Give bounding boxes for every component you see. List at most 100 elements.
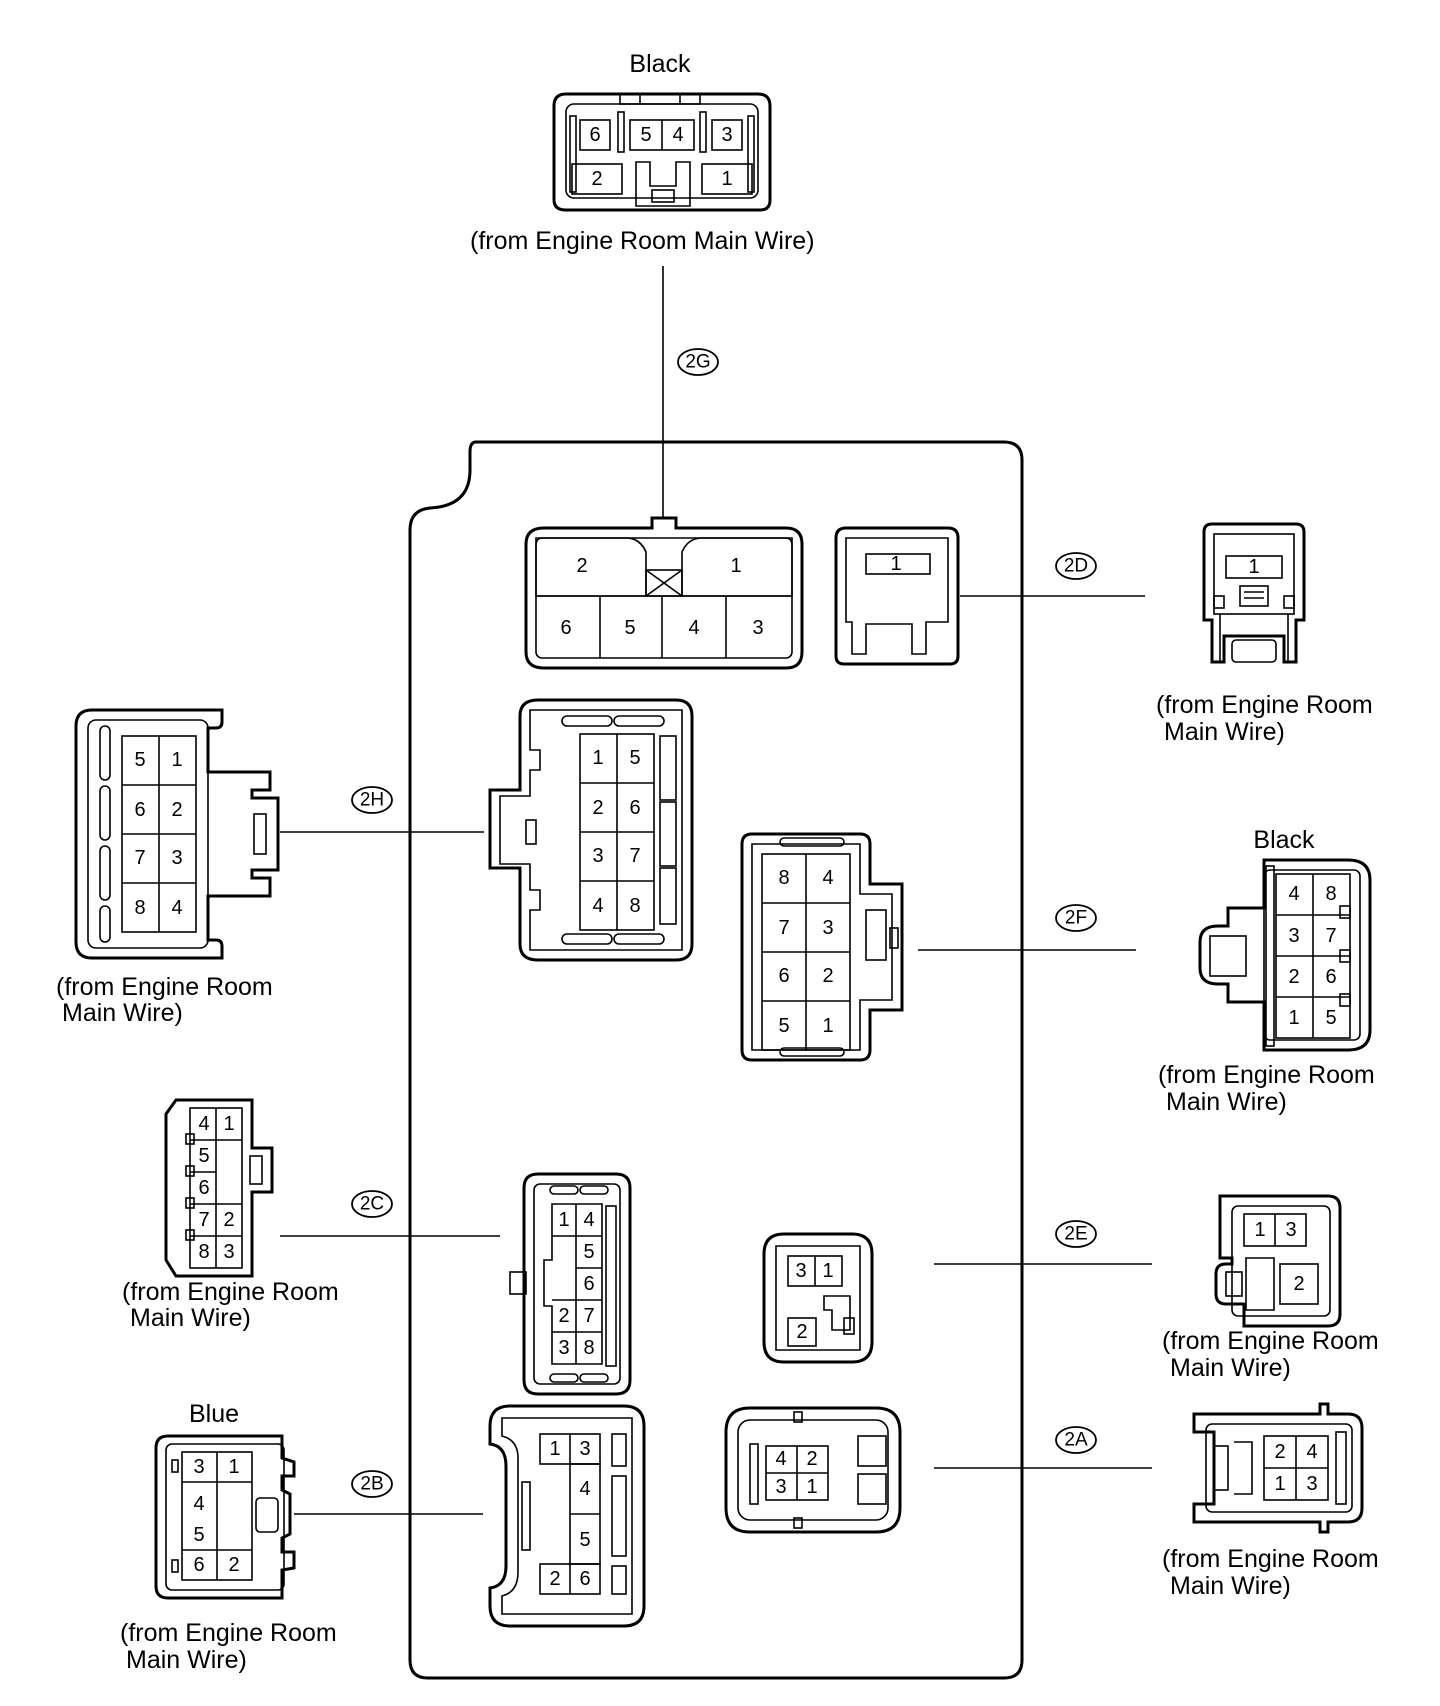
svg-text:2: 2	[796, 1321, 807, 1343]
tag-2f: 2F	[1055, 904, 1097, 932]
source-label-2h-line2: Main Wire)	[62, 999, 183, 1027]
leader-lines	[280, 266, 1152, 1515]
ext-connector-2g: Black 6 5 4 3 2 1 (from Engine Room Main…	[470, 50, 815, 255]
svg-text:6: 6	[198, 1177, 209, 1199]
jb-socket-2e: 3 1 2	[762, 1232, 874, 1364]
svg-text:2A: 2A	[1064, 1430, 1088, 1451]
svg-text:5: 5	[778, 1015, 789, 1037]
tag-2a: 2A	[1055, 1426, 1097, 1454]
svg-text:2: 2	[549, 1568, 560, 1590]
svg-text:3: 3	[1288, 925, 1299, 947]
svg-text:2: 2	[1293, 1273, 1304, 1295]
svg-text:2: 2	[576, 555, 587, 577]
svg-text:2: 2	[1288, 966, 1299, 988]
svg-text:7: 7	[198, 1209, 209, 1231]
svg-text:1: 1	[1248, 556, 1259, 578]
source-label-2c-line1: (from Engine Room	[122, 1278, 339, 1306]
svg-text:1: 1	[1288, 1007, 1299, 1029]
tag-2e: 2E	[1055, 1220, 1097, 1248]
svg-text:2C: 2C	[360, 1194, 384, 1215]
svg-text:1: 1	[1254, 1219, 1265, 1241]
tag-2g: 2G	[677, 348, 719, 376]
svg-text:3: 3	[193, 1456, 204, 1478]
svg-text:3: 3	[223, 1241, 234, 1263]
source-label-2c-line2: Main Wire)	[130, 1304, 251, 1332]
svg-text:7: 7	[583, 1305, 594, 1327]
svg-text:5: 5	[629, 747, 640, 769]
svg-text:2: 2	[558, 1305, 569, 1327]
svg-text:1: 1	[228, 1456, 239, 1478]
ext-connector-2d: 1 (from Engine Room Main Wire)	[1156, 522, 1373, 746]
svg-text:3: 3	[1285, 1219, 1296, 1241]
tag-2d: 2D	[1055, 552, 1097, 580]
jb-socket-2g: 2 1 6 5 4 3	[524, 516, 804, 670]
jb-socket-2a: 4 2 3 1	[724, 1406, 902, 1534]
source-label-2d-line2: Main Wire)	[1164, 718, 1285, 746]
source-label-2e-line1: (from Engine Room	[1162, 1327, 1379, 1355]
tag-2b: 2B	[351, 1470, 393, 1498]
svg-text:4: 4	[672, 124, 683, 146]
svg-text:3: 3	[752, 617, 763, 639]
svg-text:Black: Black	[629, 50, 691, 78]
svg-text:3: 3	[1306, 1473, 1317, 1495]
svg-text:4: 4	[583, 1209, 594, 1231]
svg-text:2G: 2G	[685, 352, 710, 373]
svg-text:5: 5	[198, 1145, 209, 1167]
svg-text:6: 6	[134, 799, 145, 821]
junction-block-outline	[408, 440, 1024, 1680]
svg-text:4: 4	[775, 1448, 786, 1470]
svg-text:4: 4	[1306, 1441, 1317, 1463]
ext-connector-2c: 4 1 5 6 7 2 8 3 (from Engine Room Main W…	[122, 1098, 339, 1332]
svg-text:5: 5	[624, 617, 635, 639]
svg-text:8: 8	[134, 897, 145, 919]
svg-text:3: 3	[795, 1260, 806, 1282]
source-label-2f-line2: Main Wire)	[1166, 1088, 1287, 1116]
jb-socket-2h: 1 5 2 6 3 7 4 8	[488, 698, 694, 962]
svg-text:2: 2	[592, 797, 603, 819]
svg-text:1: 1	[592, 747, 603, 769]
svg-text:2D: 2D	[1064, 556, 1088, 577]
svg-text:8: 8	[629, 895, 640, 917]
svg-text:4: 4	[579, 1478, 590, 1500]
svg-text:1: 1	[558, 1209, 569, 1231]
svg-text:8: 8	[583, 1337, 594, 1359]
svg-text:2: 2	[806, 1448, 817, 1470]
svg-text:6: 6	[629, 797, 640, 819]
svg-text:5: 5	[134, 749, 145, 771]
svg-text:1: 1	[890, 553, 901, 575]
svg-text:1: 1	[822, 1260, 833, 1282]
svg-text:5: 5	[1325, 1007, 1336, 1029]
svg-text:8: 8	[198, 1241, 209, 1263]
svg-text:1: 1	[171, 749, 182, 771]
svg-text:3: 3	[579, 1438, 590, 1460]
svg-text:3: 3	[822, 917, 833, 939]
svg-text:2: 2	[1274, 1441, 1285, 1463]
source-label-2d-line1: (from Engine Room	[1156, 691, 1373, 719]
svg-text:Black: Black	[1253, 826, 1315, 854]
svg-text:6: 6	[589, 124, 600, 146]
tag-2c: 2C	[351, 1190, 393, 1218]
svg-text:1: 1	[721, 168, 732, 190]
source-label-2a-line2: Main Wire)	[1170, 1572, 1291, 1600]
svg-text:8: 8	[1325, 883, 1336, 905]
svg-text:2: 2	[171, 799, 182, 821]
svg-text:5: 5	[579, 1529, 590, 1551]
jb-socket-2f: 8 4 7 3 6 2 5 1	[740, 832, 904, 1062]
svg-text:2: 2	[591, 168, 602, 190]
svg-text:1: 1	[806, 1476, 817, 1498]
svg-text:2F: 2F	[1065, 908, 1087, 929]
svg-text:6: 6	[193, 1554, 204, 1576]
svg-text:6: 6	[778, 965, 789, 987]
svg-text:6: 6	[1325, 966, 1336, 988]
svg-text:5: 5	[583, 1241, 594, 1263]
ext-connector-2e: 1 3 2 (from Engine Room Main Wire)	[1162, 1194, 1379, 1382]
jb-socket-2c: 1 4 5 6 2 7 3 8	[509, 1172, 632, 1396]
svg-text:4: 4	[1288, 883, 1299, 905]
svg-text:3: 3	[721, 124, 732, 146]
svg-text:4: 4	[171, 897, 182, 919]
svg-text:2H: 2H	[360, 790, 384, 811]
svg-text:4: 4	[688, 617, 699, 639]
svg-text:7: 7	[1325, 925, 1336, 947]
svg-text:3: 3	[775, 1476, 786, 1498]
svg-text:3: 3	[558, 1337, 569, 1359]
